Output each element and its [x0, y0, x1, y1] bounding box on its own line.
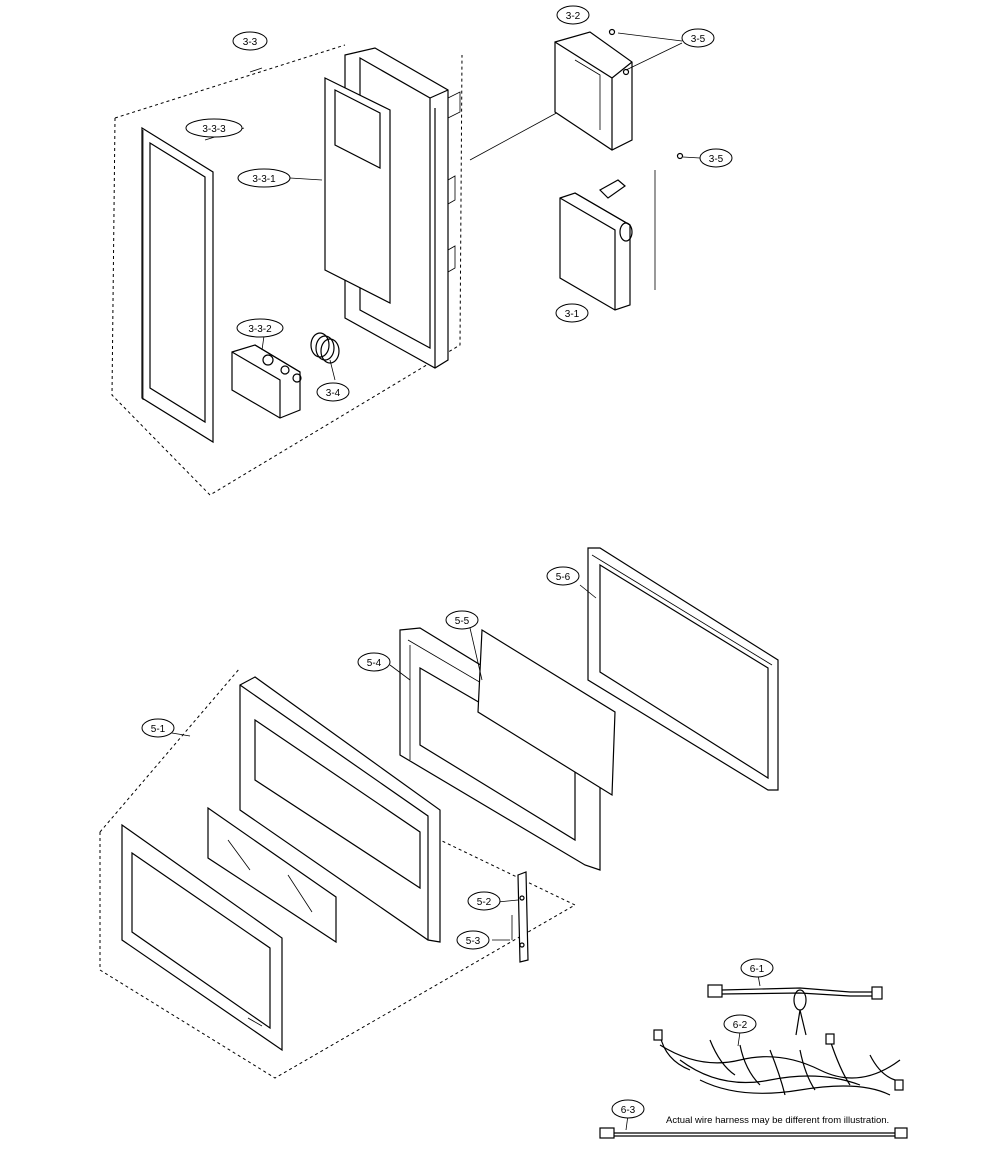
- label-5-6: 5-6: [546, 566, 580, 586]
- svg-text:6-1: 6-1: [750, 964, 765, 975]
- svg-text:5-3: 5-3: [466, 936, 481, 947]
- svg-text:3-3: 3-3: [243, 37, 258, 48]
- part-3-3-2-button: [231, 344, 302, 419]
- assembly-5-1-boundary: [99, 667, 577, 1079]
- wire-harness-group: [599, 974, 908, 1139]
- svg-text:3-3-1: 3-3-1: [252, 174, 276, 185]
- svg-text:5-5: 5-5: [455, 616, 470, 627]
- part-3-3-1-membrane: [324, 77, 391, 304]
- label-3-5-top: 3-5: [681, 28, 715, 48]
- svg-text:6-2: 6-2: [733, 1020, 748, 1031]
- svg-text:3-3-2: 3-3-2: [248, 324, 272, 335]
- svg-text:5-1: 5-1: [151, 724, 166, 735]
- svg-text:3-5: 3-5: [691, 34, 706, 45]
- label-5-1: 5-1: [141, 718, 175, 738]
- part-door-outer-panel: [121, 823, 283, 1052]
- part-3-1-pcb: [559, 152, 684, 311]
- label-6-3: 6-3: [611, 1099, 645, 1119]
- part-glass-panel: [207, 806, 337, 944]
- label-6-1: 6-1: [740, 958, 774, 978]
- part-6-1-harness: [707, 974, 883, 1036]
- svg-text:3-3-3: 3-3-3: [202, 124, 226, 135]
- assembly-3-3-boundary: [111, 44, 463, 496]
- part-5-1-door-front: [239, 676, 441, 943]
- part-3-3-3-front-panel: [141, 126, 214, 444]
- part-3-2-board: [554, 28, 633, 151]
- part-5-2-latch: [492, 871, 529, 963]
- control-panel-group: [111, 28, 701, 496]
- part-5-5-sheet: [477, 628, 616, 797]
- label-3-1: 3-1: [555, 303, 589, 323]
- part-5-6-frame: [587, 547, 779, 791]
- svg-text:3-5: 3-5: [709, 154, 724, 165]
- harness-disclaimer-note: Actual wire harness may be different fro…: [666, 1115, 889, 1126]
- label-5-4: 5-4: [357, 652, 391, 672]
- svg-text:5-2: 5-2: [477, 897, 492, 908]
- label-5-3: 5-3: [456, 930, 490, 950]
- label-3-3: 3-3: [232, 31, 268, 51]
- label-5-5: 5-5: [445, 610, 479, 630]
- label-3-5-mid: 3-5: [699, 148, 733, 168]
- svg-text:5-4: 5-4: [367, 658, 382, 669]
- svg-text:6-3: 6-3: [621, 1105, 636, 1116]
- part-3-4-spring: [310, 332, 340, 381]
- svg-text:3-2: 3-2: [566, 11, 581, 22]
- door-group: [99, 547, 779, 1079]
- part-6-3-harness: [599, 1114, 908, 1139]
- label-3-3-2: 3-3-2: [236, 318, 284, 338]
- part-6-2-harness: [653, 1029, 904, 1096]
- label-5-2: 5-2: [467, 891, 501, 911]
- label-3-2: 3-2: [556, 5, 590, 25]
- label-6-2: 6-2: [723, 1014, 757, 1034]
- svg-text:5-6: 5-6: [556, 572, 571, 583]
- svg-text:3-1: 3-1: [565, 309, 580, 320]
- svg-text:3-4: 3-4: [326, 388, 341, 399]
- label-3-3-1: 3-3-1: [237, 168, 291, 188]
- label-3-4: 3-4: [316, 382, 350, 402]
- label-3-3-3: 3-3-3: [185, 118, 243, 138]
